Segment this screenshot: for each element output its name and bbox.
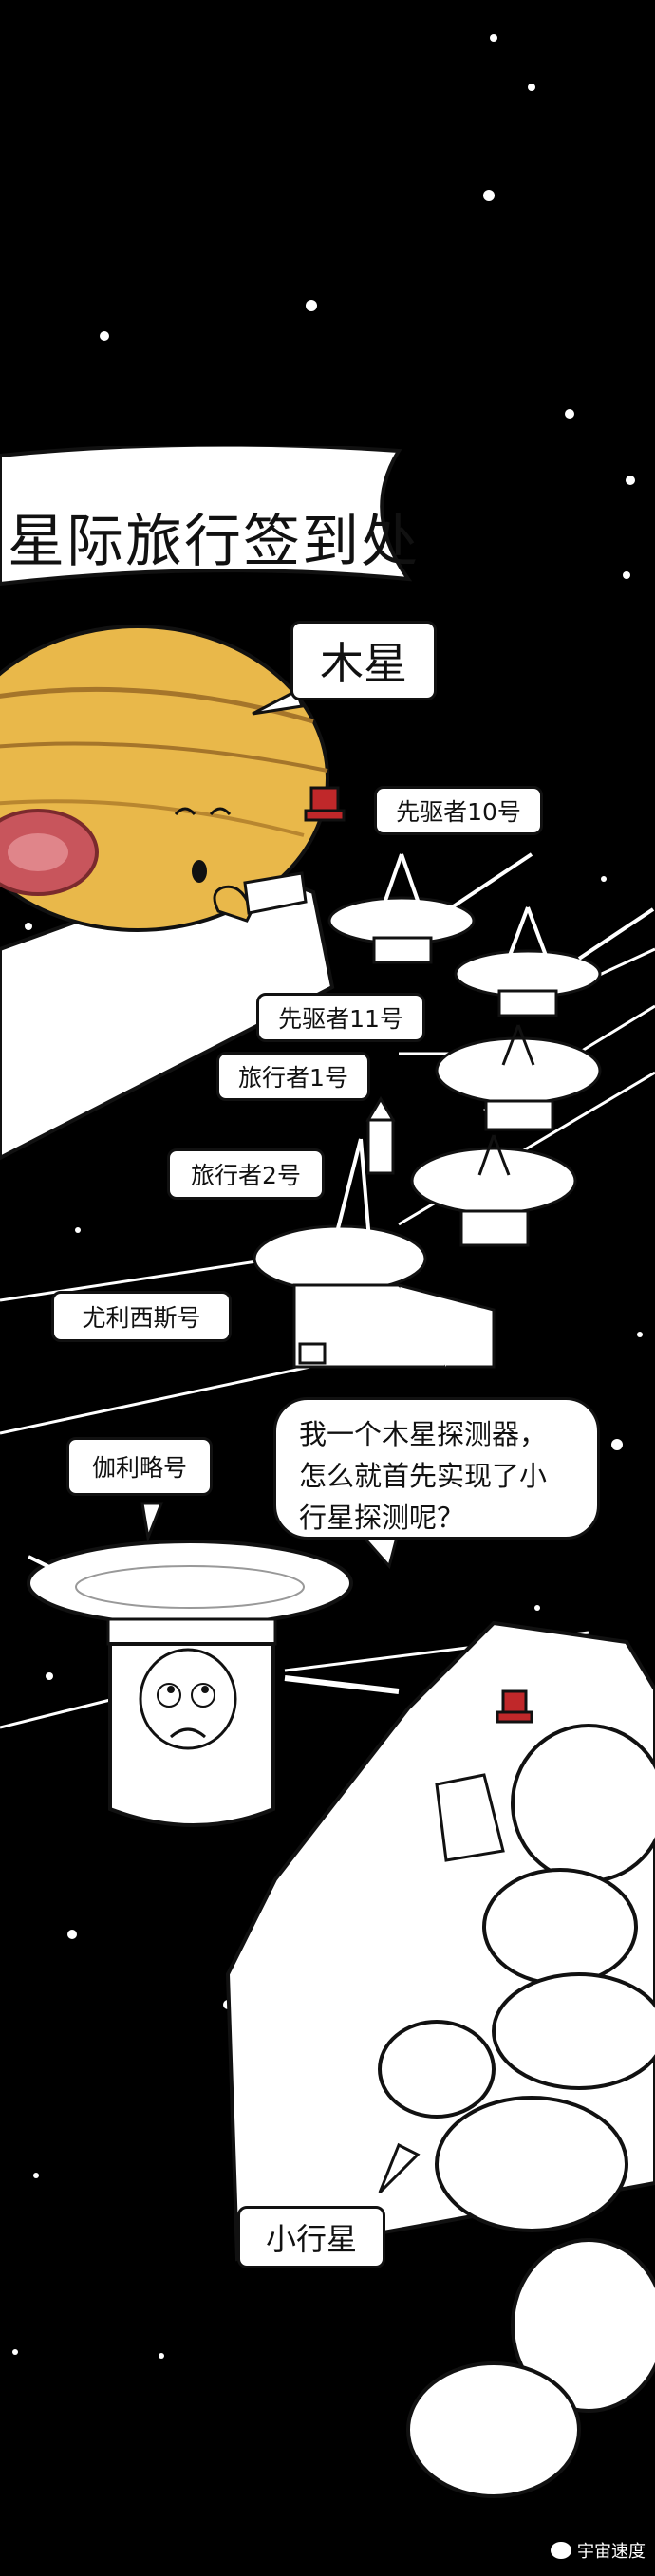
pioneer11-probe xyxy=(454,906,655,1017)
watermark: 宇宙速度 xyxy=(551,2538,646,2563)
signin-paper xyxy=(243,871,308,915)
label-ulysses: 尤利西斯号 xyxy=(51,1291,232,1342)
voyager1-probe xyxy=(435,1024,602,1131)
ulysses-probe xyxy=(253,1138,496,1369)
wechat-icon xyxy=(551,2542,571,2559)
label-voyager2: 旅行者2号 xyxy=(167,1148,325,1200)
pioneer10-probe xyxy=(328,852,533,964)
asteroid-scene xyxy=(225,1620,655,2498)
label-pioneer10: 先驱者10号 xyxy=(374,786,543,835)
watermark-text: 宇宙速度 xyxy=(577,2542,646,2562)
speech-line-1: 我一个木星探测器， xyxy=(299,1418,548,1450)
galileo-probe xyxy=(27,1540,400,1827)
label-pioneer11: 先驱者11号 xyxy=(256,993,425,1042)
label-galileo: 伽利略号 xyxy=(66,1437,213,1496)
voyager2-probe xyxy=(410,1134,577,1247)
speech-line-3: 行星探测呢？ xyxy=(299,1502,465,1534)
rocket-stage xyxy=(365,1096,396,1175)
banner-title: 星际旅行签到处 xyxy=(8,509,420,575)
label-voyager1: 旅行者1号 xyxy=(216,1052,370,1101)
label-asteroid: 小行星 xyxy=(237,2206,385,2268)
banner-flag xyxy=(0,446,413,587)
speech-line-2: 怎么就首先实现了小 xyxy=(299,1460,548,1492)
jupiter-stamp xyxy=(304,786,346,822)
galileo-speech-bubble: 我一个木星探测器， 怎么就首先实现了小 行星探测呢？ xyxy=(273,1397,600,1540)
label-jupiter: 木星 xyxy=(290,621,437,700)
jupiter-planet xyxy=(0,625,329,932)
